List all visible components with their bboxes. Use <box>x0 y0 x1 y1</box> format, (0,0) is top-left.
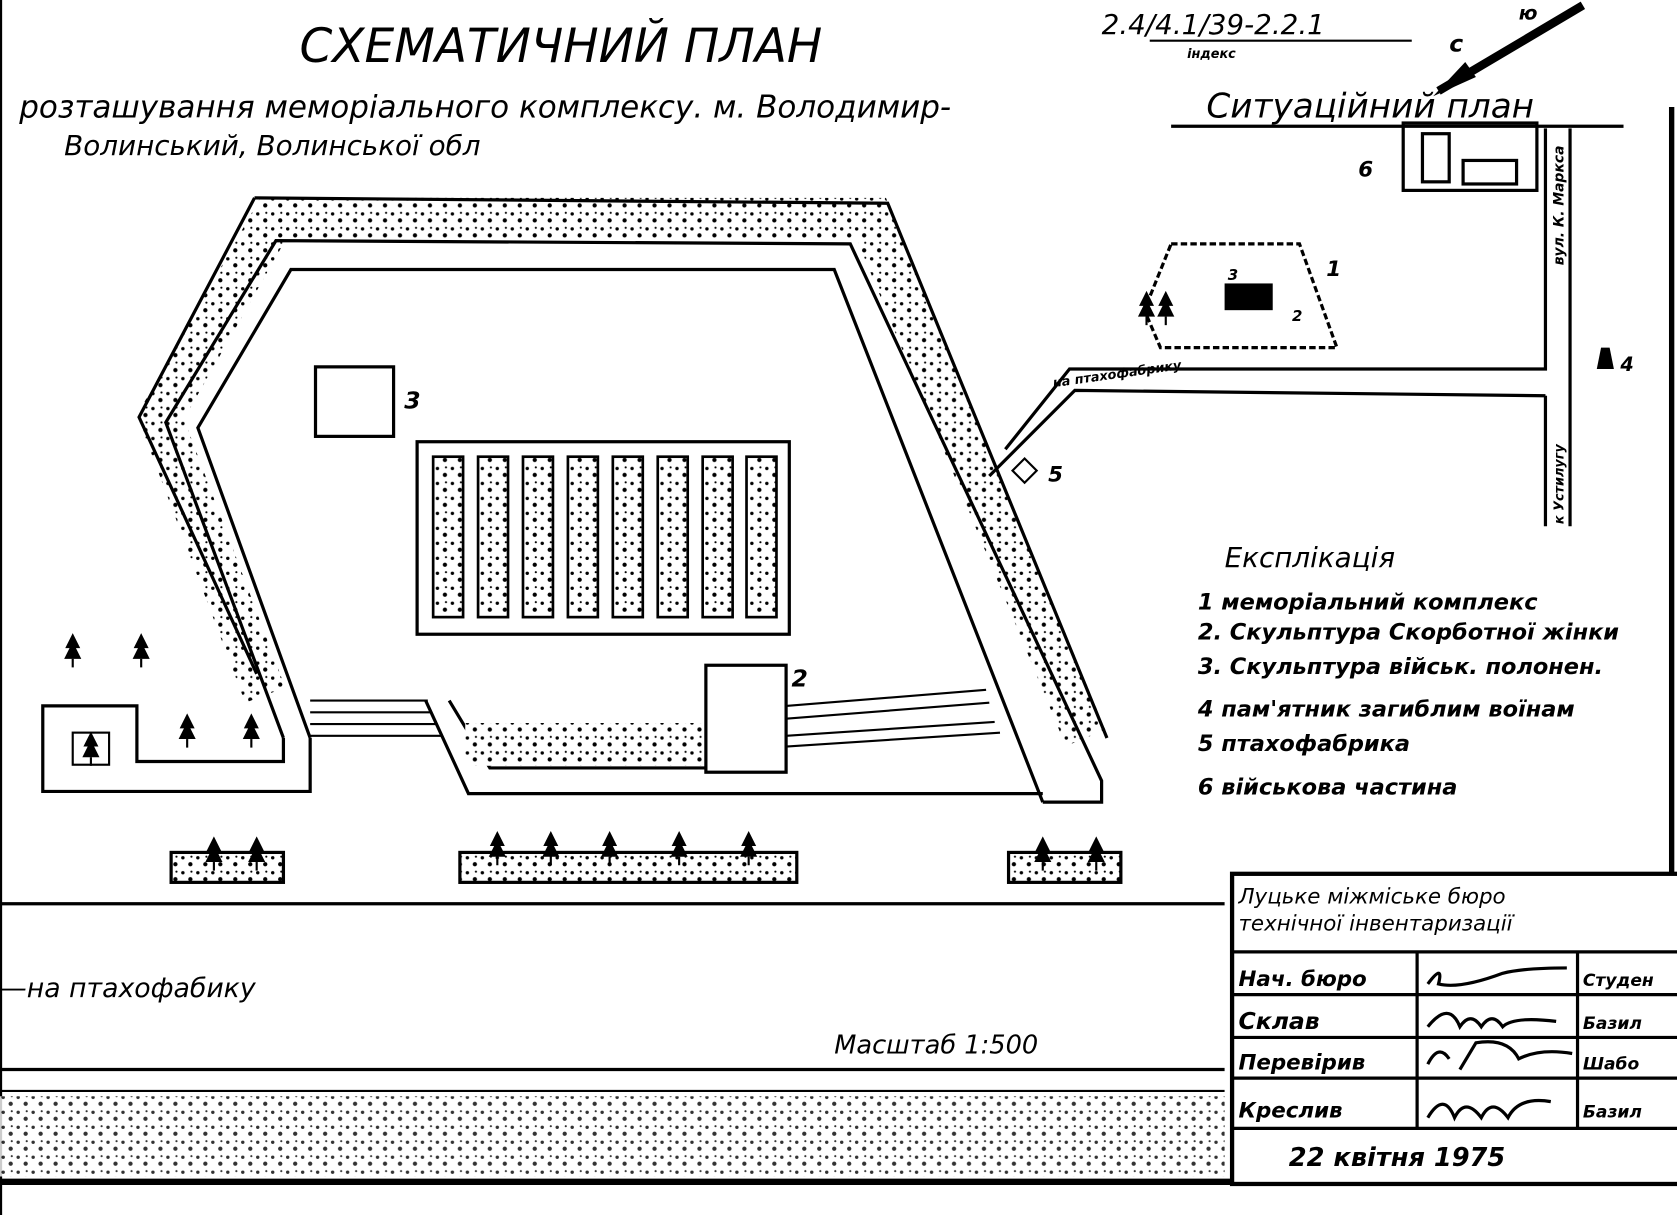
index-code: 2.4/4.1/39-2.2.1 <box>1102 8 1325 41</box>
situation-label-2: 2 <box>1292 307 1302 325</box>
org-line1: Луцьке міжміське бюро <box>1237 885 1505 910</box>
legend-item: 5 птахофабрика <box>1198 731 1410 757</box>
to-poultry-farm-label: —на птахофабику <box>0 973 257 1004</box>
row-name: Студен <box>1583 971 1654 991</box>
sculpture-3-square <box>313 365 396 438</box>
label-4: 4 <box>1619 353 1633 376</box>
subtitle-line2: Волинський, Волинської обл <box>64 129 480 162</box>
monument-icon <box>1596 347 1614 369</box>
index-label: індекс <box>1187 47 1236 62</box>
legend-item: 1 меморіальний комплекс <box>1198 590 1538 616</box>
situation-plan: 6 вул. К. Маркса к Устилугу на птахофабр… <box>988 121 1634 527</box>
title: СХЕМАТИЧНИЙ ПЛАН <box>299 19 822 74</box>
label-6: 6 <box>1358 157 1373 182</box>
situation-plan-heading: Ситуаційний план <box>1206 87 1534 127</box>
row-role: Креслив <box>1238 1099 1342 1124</box>
label-2: 2 <box>791 665 807 693</box>
svg-text:с: с <box>1449 29 1463 57</box>
row-role: Нач. бюро <box>1238 967 1366 992</box>
walkway-inner <box>196 267 1045 803</box>
grave-rows <box>431 455 778 619</box>
legend-item: 4 пам'ятник загиблим воїнам <box>1197 697 1575 723</box>
row-role: Перевірив <box>1238 1051 1365 1076</box>
org-line2: технічної інвентаризації <box>1238 911 1515 936</box>
hedge-border <box>136 197 1106 747</box>
legend-item: 6 військова частина <box>1198 775 1458 801</box>
military-unit-building <box>1401 121 1539 192</box>
memorial-plan: 2 3 <box>0 196 1225 1177</box>
subtitle-line1: розташування меморіального комплексу. м.… <box>18 90 951 126</box>
poultry-farm-marker <box>1010 456 1039 485</box>
road-south-label: к Устилугу <box>1553 444 1568 525</box>
road-poultry-label: на птахофабрику <box>1052 358 1183 391</box>
row-name: Базил <box>1583 1103 1642 1123</box>
scale-label: Масштаб 1:500 <box>834 1030 1038 1060</box>
label-5: 5 <box>1048 462 1063 487</box>
legend-item: 3. Скульптура військ. полонен. <box>1198 654 1603 680</box>
label-1: 1 <box>1326 257 1341 282</box>
legend-item: 2. Скульптура Скорботної жінки <box>1198 620 1619 646</box>
situation-label-3: 3 <box>1228 266 1238 284</box>
walkway-outer <box>164 239 1104 804</box>
legend-title: Експлікація <box>1225 541 1396 574</box>
street-marx-label: вул. К. Маркса <box>1552 145 1568 265</box>
title-block: Луцьке міжміське бюро технічної інвентар… <box>1229 871 1677 1187</box>
row-role: Склав <box>1238 1007 1319 1035</box>
graves-area <box>415 440 791 636</box>
row-name: Шабо <box>1583 1055 1640 1075</box>
svg-text:ю: ю <box>1519 1 1538 24</box>
legend: Експлікація 1 меморіальний комплекс 2. С… <box>1197 541 1619 801</box>
signatures <box>1426 966 1573 1122</box>
date: 22 квітня 1975 <box>1289 1143 1505 1173</box>
north-arrow-icon: с ю <box>1433 1 1586 97</box>
sculpture-2-plinth <box>704 663 788 774</box>
row-name: Базил <box>1583 1014 1642 1034</box>
label-3: 3 <box>404 387 420 415</box>
